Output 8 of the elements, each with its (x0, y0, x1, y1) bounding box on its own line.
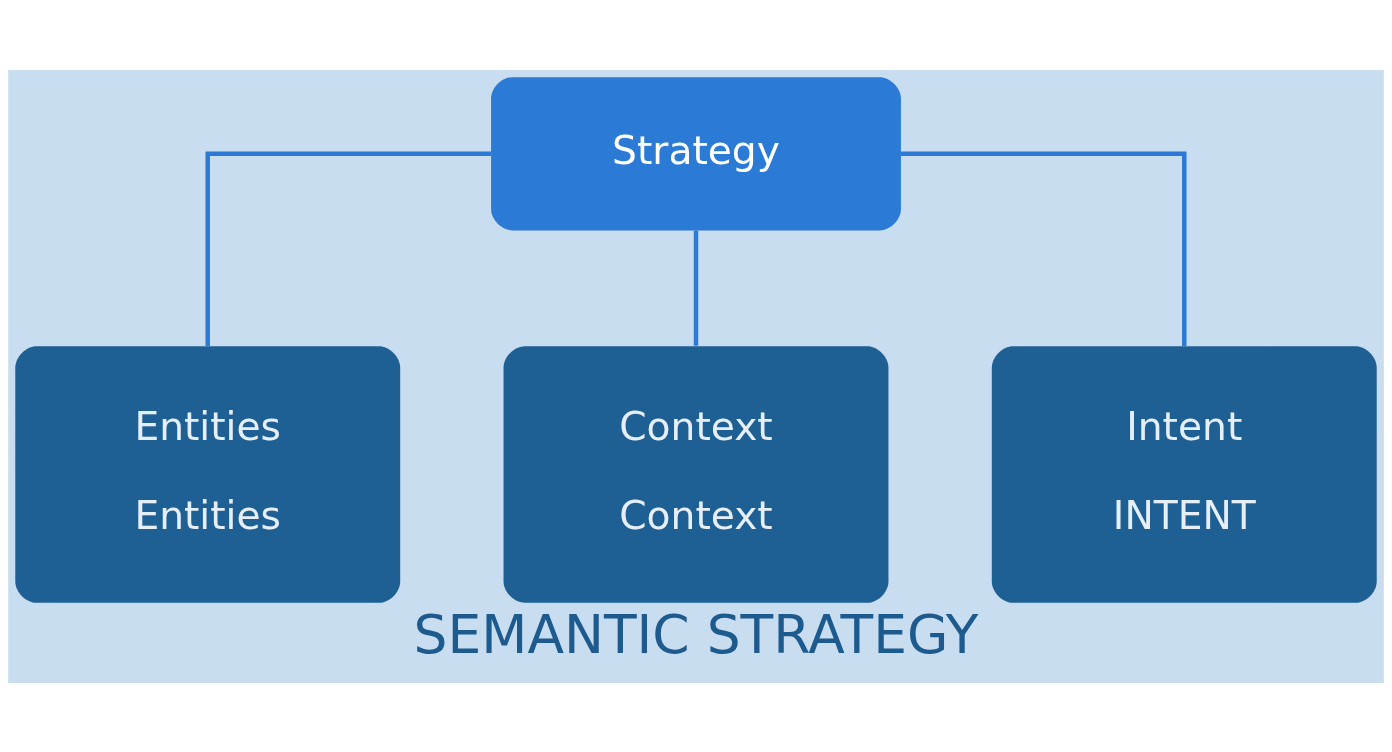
node-box: Intent INTENT (991, 345, 1377, 603)
node-box: Entities Entities (15, 345, 401, 603)
connector (205, 151, 492, 346)
connector (693, 230, 699, 346)
connector (900, 151, 1187, 346)
caption: SEMANTIC STRATEGY (413, 602, 979, 666)
node-box: Strategy (491, 76, 901, 230)
node-box: Context Context (503, 345, 889, 603)
